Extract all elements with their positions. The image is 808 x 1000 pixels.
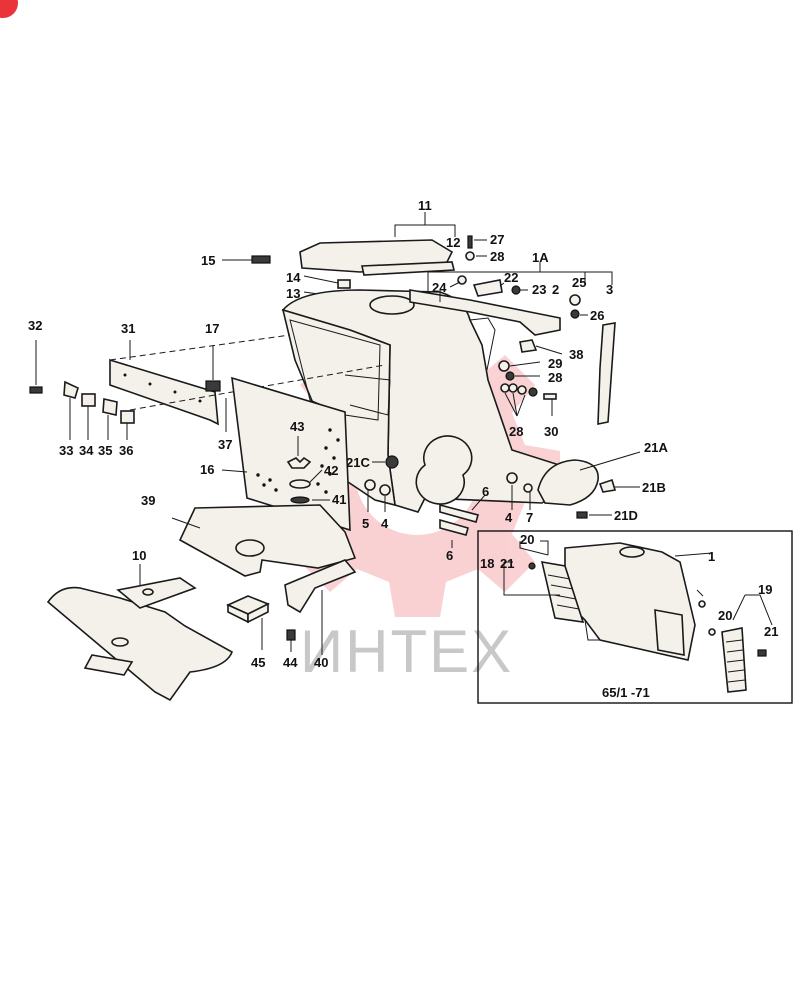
inset-grille-18-part	[503, 561, 585, 623]
callout-21c: 21C	[346, 455, 370, 470]
callout-21a: 21A	[644, 440, 668, 455]
callout-26: 26	[590, 308, 604, 323]
fasteners-25-26-part	[569, 294, 588, 319]
callout-17: 17	[205, 321, 219, 336]
callout-10: 10	[132, 548, 146, 563]
bolt-27-part	[467, 235, 487, 249]
top-cover-part	[299, 239, 456, 276]
washer-4-7-part	[506, 472, 533, 510]
callout-14: 14	[286, 270, 301, 285]
wingnut-43-part	[286, 436, 312, 469]
callout-23: 23	[532, 282, 546, 297]
seal-strip-3-part	[597, 322, 616, 425]
callout-24: 24	[432, 280, 447, 295]
inset-frame	[477, 530, 793, 704]
knob-21b-part	[598, 478, 640, 493]
callout-19: 19	[758, 582, 772, 597]
callout-21-a: 21	[500, 556, 514, 571]
callout-32: 32	[28, 318, 42, 333]
nut-21c-part	[372, 455, 399, 469]
callout-35: 35	[98, 443, 112, 458]
rail-2-part	[409, 289, 561, 336]
clips-33-36-part	[63, 380, 135, 440]
callout-37: 37	[218, 437, 232, 452]
callout-45: 45	[251, 655, 265, 670]
callout-1a: 1A	[532, 250, 549, 265]
callout-16: 16	[200, 462, 214, 477]
washers-41-42-part	[289, 469, 330, 504]
callout-4-a: 4	[381, 516, 389, 531]
bolt-44-part	[286, 629, 296, 652]
corner-badge	[0, 0, 18, 18]
callout-34: 34	[79, 443, 94, 458]
callout-41: 41	[332, 492, 346, 507]
screw-32-part	[29, 340, 43, 394]
callout-20-b: 20	[718, 608, 732, 623]
callout-6-b: 6	[446, 548, 453, 563]
bracket-31-part	[109, 358, 219, 426]
callout-1: 1	[708, 549, 715, 564]
washer-28-part	[465, 251, 487, 261]
callout-38: 38	[569, 347, 583, 362]
callout-6-a: 6	[482, 484, 489, 499]
cover-21a-part	[537, 451, 641, 506]
bolt-17-part	[205, 345, 221, 392]
callout-25: 25	[572, 275, 586, 290]
callout-18: 18	[480, 556, 494, 571]
callout-11: 11	[418, 198, 432, 213]
callout-40: 40	[314, 655, 328, 670]
callout-44: 44	[283, 655, 298, 670]
callout-12: 12	[446, 235, 460, 250]
callout-13: 13	[286, 286, 300, 301]
inset-hood-part	[564, 542, 713, 661]
callout-28: 28	[490, 249, 504, 264]
hood-housing-part	[281, 289, 582, 513]
callout-7: 7	[526, 510, 533, 525]
callout-27: 27	[490, 232, 504, 247]
callout-21d: 21D	[614, 508, 638, 523]
side-panel-16-part	[231, 376, 351, 532]
bolt-6-part	[439, 494, 486, 548]
callout-43: 43	[290, 419, 304, 434]
callout-42: 42	[324, 463, 338, 478]
screw-21d-part	[576, 511, 612, 519]
floor-plate-10-part	[46, 564, 233, 702]
callout-30: 30	[544, 424, 558, 439]
washers-4-5-part	[364, 479, 391, 512]
callout-20-a: 20	[520, 532, 534, 547]
callout-39: 39	[141, 493, 155, 508]
callout-28-c: 28	[509, 424, 523, 439]
callout-31: 31	[121, 321, 135, 336]
bolt-15-part	[222, 255, 271, 264]
callout-15: 15	[201, 253, 215, 268]
inset-grille-19-part	[721, 594, 773, 693]
bolt-30-part	[543, 393, 557, 416]
callout-21-b: 21	[764, 624, 778, 639]
fittings-29-38-part	[498, 339, 563, 381]
fittings-22-23-24-part	[449, 275, 528, 297]
watermark-text: ИНТЕХ	[300, 618, 513, 685]
callout-3: 3	[606, 282, 613, 297]
tray-39-part	[171, 504, 357, 577]
inset-caption: 65/1 -71	[602, 685, 650, 700]
callout-22: 22	[504, 270, 518, 285]
callout-2: 2	[552, 282, 559, 297]
callout-33: 33	[59, 443, 73, 458]
callout-29: 29	[548, 356, 562, 371]
callout-21b: 21B	[642, 480, 666, 495]
block-45-part	[226, 595, 270, 650]
panel-40-part	[284, 559, 357, 655]
callout-5: 5	[362, 516, 369, 531]
washers-28-cluster-part	[500, 383, 538, 417]
callout-4-b: 4	[505, 510, 513, 525]
callout-36: 36	[119, 443, 133, 458]
callout-28-b: 28	[548, 370, 562, 385]
